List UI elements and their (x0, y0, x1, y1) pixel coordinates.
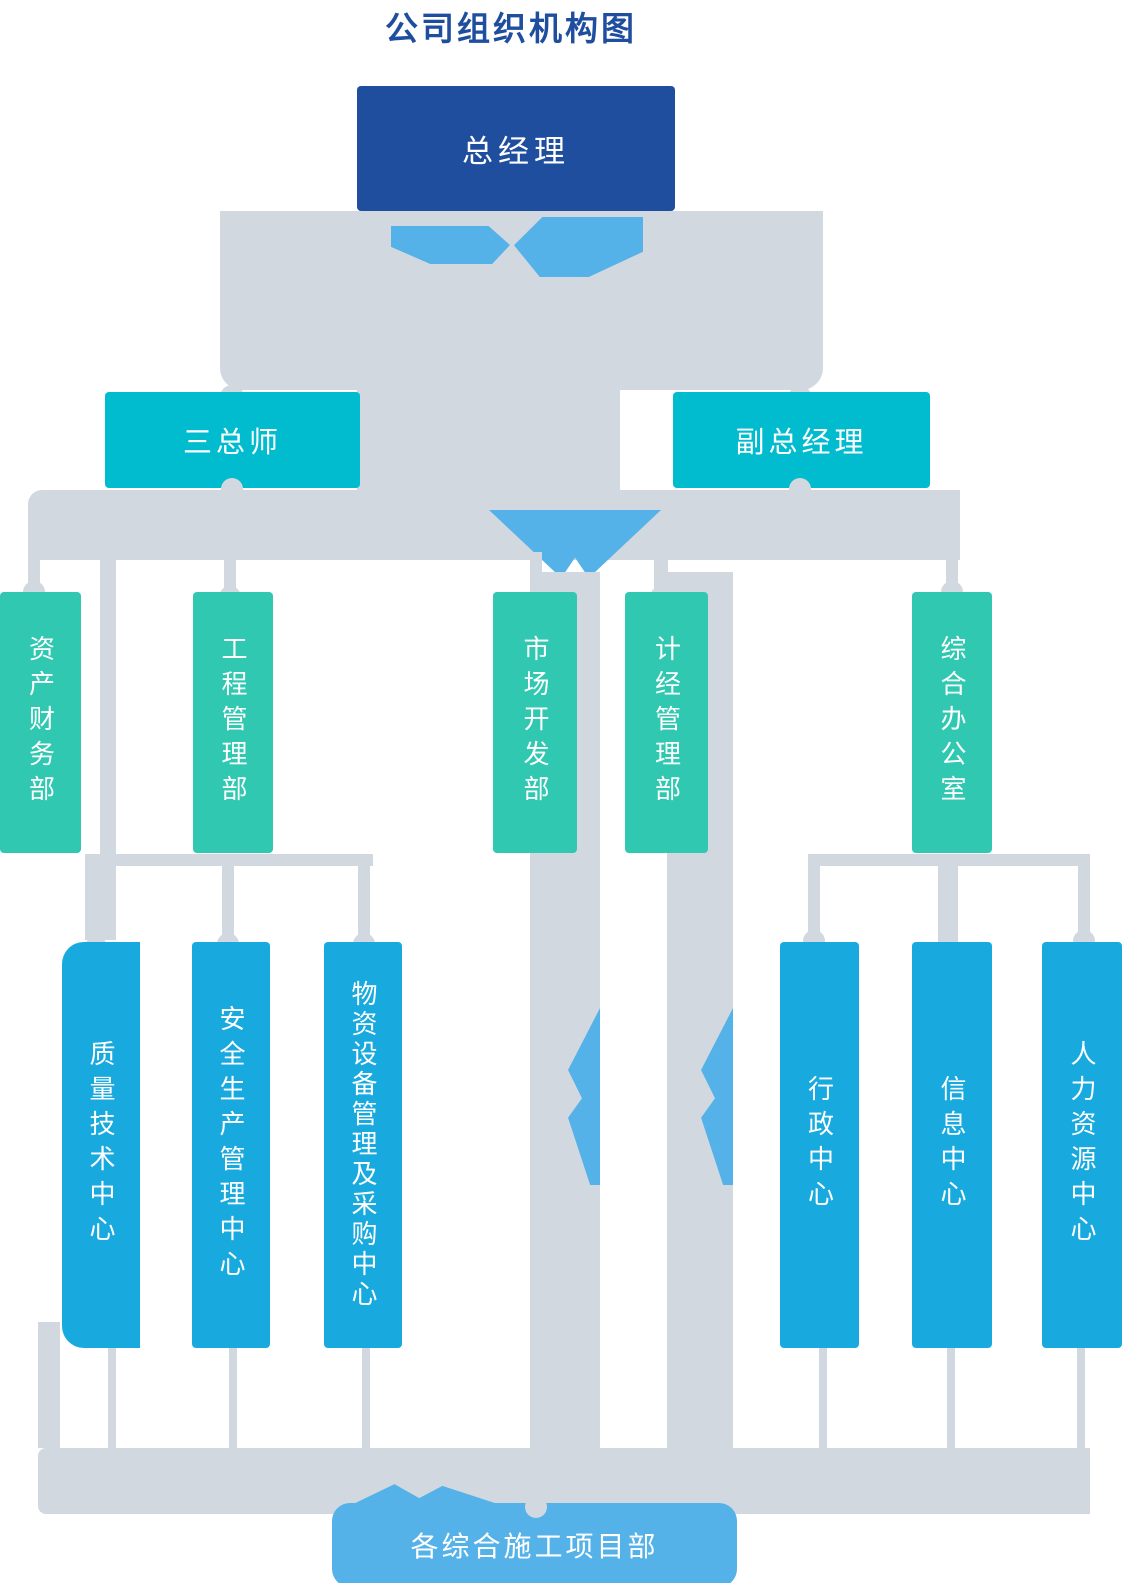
node-quality-tech-center: 质量技术中心 (62, 942, 140, 1348)
drop-line-hr (1078, 866, 1090, 936)
bottom-line-quality (108, 1348, 116, 1448)
node-general-manager: 总经理 (357, 86, 675, 211)
node-asset-finance-dept: 资产财务部 (0, 592, 81, 853)
node-safety-production-center: 安全生产管理中心 (192, 942, 270, 1348)
bottom-line-info (947, 1348, 955, 1448)
node-info-center: 信息中心 (912, 942, 992, 1348)
bottom-line-hr (1077, 1348, 1085, 1448)
bottom-line-materials (362, 1348, 370, 1448)
drop-line-engineering (224, 552, 236, 593)
drop-line-asset-finance (28, 518, 40, 592)
node-three-chiefs: 三总师 (105, 392, 360, 488)
node-admin-center: 行政中心 (780, 942, 859, 1348)
connector-band-l2-l3 (28, 490, 960, 560)
node-engineering-mgmt-dept: 工程管理部 (193, 592, 273, 853)
connector-left-column-wide (85, 854, 116, 940)
connector-left-column-thin (100, 558, 116, 858)
drop-line-admin (808, 866, 820, 936)
node-materials-equipment-center: 物资设备管理及采购中心 (324, 942, 402, 1348)
node-project-departments: 各综合施工项目部 (332, 1503, 737, 1583)
drop-line-materials (358, 866, 370, 938)
drop-line-info (938, 866, 958, 958)
drop-line-planning (654, 552, 668, 593)
node-hr-center: 人力资源中心 (1042, 942, 1122, 1348)
drop-line-general-office (946, 552, 958, 589)
connector-central-column (357, 380, 620, 492)
bottom-line-admin (819, 1348, 827, 1448)
page-title: 公司组织机构图 (385, 10, 637, 47)
node-general-office: 综合办公室 (912, 592, 992, 853)
drop-line-safety (222, 866, 234, 938)
node-market-dev-dept: 市场开发部 (493, 592, 577, 853)
bottom-line-safety (229, 1348, 237, 1448)
connector-hline-right (808, 854, 1090, 866)
connector-dot-project-departments (525, 1496, 547, 1518)
node-planning-economics-dept: 计经管理部 (625, 592, 708, 853)
bottom-line-left-edge (38, 1322, 60, 1448)
connector-hline-left (85, 854, 373, 866)
node-deputy-general-manager: 副总经理 (673, 392, 930, 488)
